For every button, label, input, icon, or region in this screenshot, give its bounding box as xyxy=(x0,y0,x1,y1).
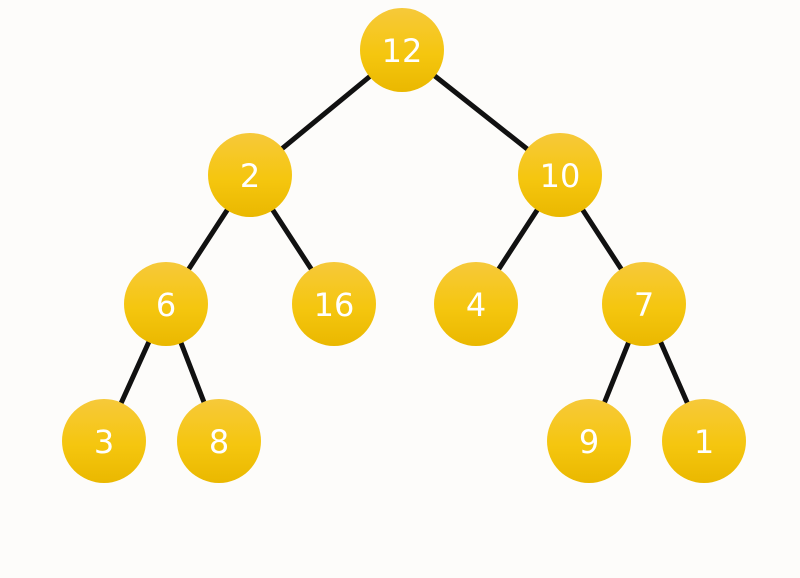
tree-node-12: 12 xyxy=(360,8,444,92)
node-circle xyxy=(547,399,631,483)
node-label: 10 xyxy=(540,157,581,195)
tree-node-3: 3 xyxy=(62,399,146,483)
node-circle xyxy=(662,399,746,483)
tree-node-16: 16 xyxy=(292,262,376,346)
node-circle xyxy=(434,262,518,346)
node-circle xyxy=(518,133,602,217)
tree-node-8: 8 xyxy=(177,399,261,483)
node-label: 2 xyxy=(240,157,260,195)
tree-node-6: 6 xyxy=(124,262,208,346)
tree-nodes: 12 2 10 6 16 4 7 3 8 9 1 xyxy=(62,8,746,483)
node-circle xyxy=(292,262,376,346)
node-circle xyxy=(62,399,146,483)
node-label: 9 xyxy=(579,423,599,461)
tree-node-2: 2 xyxy=(208,133,292,217)
node-label: 6 xyxy=(156,286,176,324)
node-circle xyxy=(602,262,686,346)
node-circle xyxy=(124,262,208,346)
tree-edges xyxy=(101,47,707,444)
node-label: 4 xyxy=(466,286,486,324)
node-label: 7 xyxy=(634,286,654,324)
node-circle xyxy=(177,399,261,483)
node-label: 1 xyxy=(694,423,714,461)
tree-node-4: 4 xyxy=(434,262,518,346)
node-label: 3 xyxy=(94,423,114,461)
tree-node-9: 9 xyxy=(547,399,631,483)
tree-node-1: 1 xyxy=(662,399,746,483)
node-label: 12 xyxy=(382,32,423,70)
node-circle xyxy=(208,133,292,217)
node-label: 8 xyxy=(209,423,229,461)
node-circle xyxy=(360,8,444,92)
node-label: 16 xyxy=(314,286,355,324)
tree-node-10: 10 xyxy=(518,133,602,217)
tree-node-7: 7 xyxy=(602,262,686,346)
